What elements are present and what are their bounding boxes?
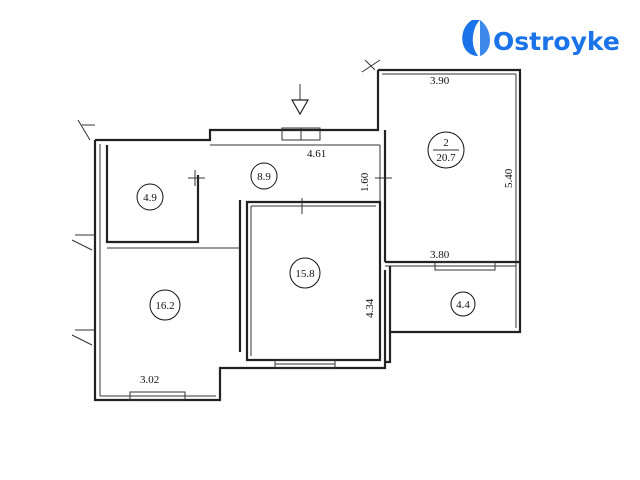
room-balcony-area: 4.4 — [456, 299, 470, 311]
tick-marks — [188, 170, 392, 214]
dim-room2-width: 3.90 — [430, 75, 450, 87]
dim-center-height: 4.34 — [364, 298, 376, 318]
brand-name: Ostroyke — [493, 27, 620, 56]
room-balcony-label: 4.4 — [450, 291, 476, 317]
dim-room2-bottom: 3.80 — [430, 249, 450, 261]
dim-hall-width: 4.61 — [307, 148, 326, 160]
dim-room2-height: 5.40 — [503, 168, 515, 188]
room-2-number: 2 — [443, 137, 449, 149]
room-center-label: 15.8 — [289, 257, 321, 289]
room-2-label: 2 20.7 — [427, 131, 465, 169]
room-small-area: 4.9 — [143, 192, 157, 204]
room-small-label: 4.9 — [136, 183, 164, 211]
room-hall-area: 8.9 — [257, 171, 271, 183]
room-left-label: 16.2 — [149, 289, 181, 321]
windows — [129, 127, 496, 401]
room-center-area: 15.8 — [295, 268, 315, 280]
dim-left-width: 3.02 — [140, 374, 159, 386]
entrance-arrow-icon — [290, 84, 310, 116]
room-hall-label: 8.9 — [250, 162, 278, 190]
outer-walls — [71, 59, 522, 402]
brand-logo: Ostroyke — [462, 20, 620, 56]
dim-hall-height: 1.60 — [359, 172, 371, 192]
room-left-area: 16.2 — [155, 300, 174, 312]
room-2-area: 20.7 — [436, 152, 456, 164]
dimension-labels: 3.90 5.40 3.80 4.61 1.60 4.34 3.02 — [140, 75, 515, 386]
ostroyke-logo-icon — [462, 20, 490, 56]
inner-walls — [105, 130, 520, 362]
